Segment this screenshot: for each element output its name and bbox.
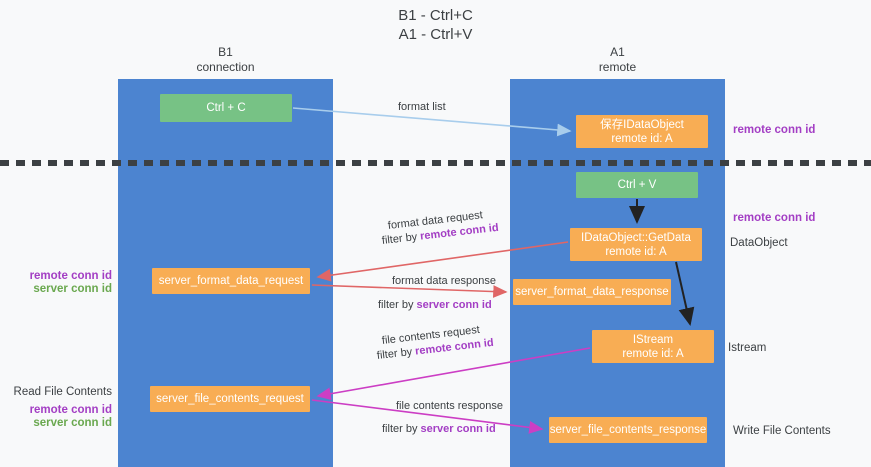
lane-header-a1: A1 remote: [510, 45, 725, 75]
filter-key-server-conn-id: server conn id: [416, 299, 492, 311]
node-server-format-data-response-label: server_format_data_response: [515, 286, 669, 298]
side-label-remote-conn-id-mid: remote conn id: [733, 212, 816, 224]
filter-prefix: filter by: [378, 299, 417, 311]
title-line-1: B1 - Ctrl+C: [398, 7, 473, 24]
side-label-data-object: DataObject: [730, 237, 788, 249]
node-get-data-label: IDataObject::GetData: [581, 231, 691, 244]
flow-label-file-contents-response: file contents response: [396, 400, 504, 412]
lane-header-b1-line1: B1: [218, 45, 233, 59]
title-line-2: A1 - Ctrl+V: [398, 26, 473, 43]
lane-header-b1-line2: connection: [196, 60, 255, 74]
node-istream[interactable]: IStream remote id: A: [592, 330, 714, 363]
flow-label-format-list: format list: [398, 101, 446, 113]
node-server-file-contents-response[interactable]: server_file_contents_response: [549, 417, 707, 443]
node-ctrl-v-label: Ctrl + V: [617, 179, 657, 191]
node-server-file-contents-request[interactable]: server_file_contents_request: [150, 386, 310, 412]
node-ctrl-c-label: Ctrl + C: [206, 102, 246, 114]
node-server-format-data-request[interactable]: server_format_data_request: [152, 268, 310, 294]
node-data-object-sub: remote id: A: [611, 132, 673, 145]
node-server-format-data-request-label: server_format_data_request: [158, 275, 304, 287]
node-ctrl-v[interactable]: Ctrl + V: [576, 172, 698, 198]
side-label-remote-conn-id-top: remote conn id: [733, 124, 816, 136]
filter-prefix: filter by: [381, 230, 421, 247]
side-label-server-conn-id-left-mid: server conn id: [33, 283, 112, 295]
side-label-write-file-contents: Write File Contents: [733, 425, 831, 437]
section-divider: [0, 160, 871, 166]
side-label-server-conn-id-left-bottom: server conn id: [33, 417, 112, 429]
flow-label-file-contents-response-filter: filter by server conn id: [382, 422, 496, 437]
node-server-format-data-response[interactable]: server_format_data_response: [513, 279, 671, 305]
page-title: B1 - Ctrl+C A1 - Ctrl+V: [0, 6, 871, 44]
node-get-data-sub: remote id: A: [605, 245, 667, 258]
filter-prefix: filter by: [382, 423, 421, 435]
lane-header-b1: B1 connection: [118, 45, 333, 75]
side-label-istream: Istream: [728, 342, 767, 354]
lane-header-a1-line1: A1: [610, 45, 625, 59]
side-label-remote-conn-id-left-mid: remote conn id: [29, 270, 112, 282]
node-server-file-contents-request-label: server_file_contents_request: [156, 393, 304, 405]
lane-header-a1-line2: remote: [598, 60, 637, 74]
node-data-object[interactable]: 保存IDataObject remote id: A: [576, 115, 708, 148]
node-ctrl-c[interactable]: Ctrl + C: [160, 94, 292, 122]
filter-key-server-conn-id: server conn id: [420, 423, 496, 435]
node-server-file-contents-response-label: server_file_contents_response: [549, 424, 707, 436]
side-label-read-file-contents: Read File Contents: [13, 386, 112, 398]
node-istream-sub: remote id: A: [622, 347, 684, 360]
filter-prefix: filter by: [376, 345, 416, 362]
flow-label-format-data-response: format data response: [392, 275, 496, 287]
node-istream-label: IStream: [632, 333, 674, 346]
side-label-remote-conn-id-left-bottom: remote conn id: [29, 404, 112, 416]
node-get-data[interactable]: IDataObject::GetData remote id: A: [570, 228, 702, 261]
node-data-object-label: 保存IDataObject: [600, 118, 684, 131]
flow-label-format-data-response-filter: filter by server conn id: [378, 298, 492, 313]
